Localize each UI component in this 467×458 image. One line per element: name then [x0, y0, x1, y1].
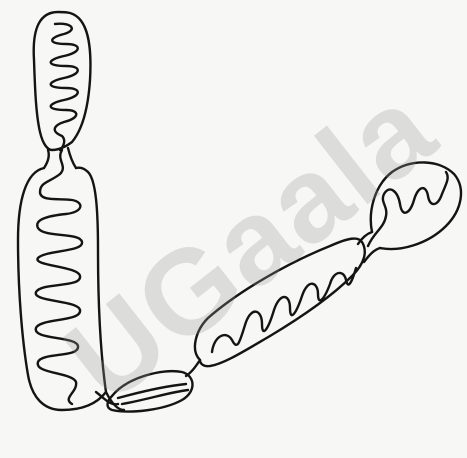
right-connector — [186, 360, 200, 376]
chromosome-figure: UGaala — [0, 0, 467, 425]
right-centromere — [358, 232, 380, 262]
chromosome-drawing — [0, 0, 467, 425]
left-upper-arm-coil — [51, 24, 78, 150]
right-long-arm-outline — [195, 239, 365, 367]
right-long-arm-coil — [212, 268, 356, 352]
left-upper-arm-outline — [34, 12, 91, 150]
left-lower-arm-coil — [36, 150, 82, 404]
chromatid-junction — [96, 392, 124, 410]
